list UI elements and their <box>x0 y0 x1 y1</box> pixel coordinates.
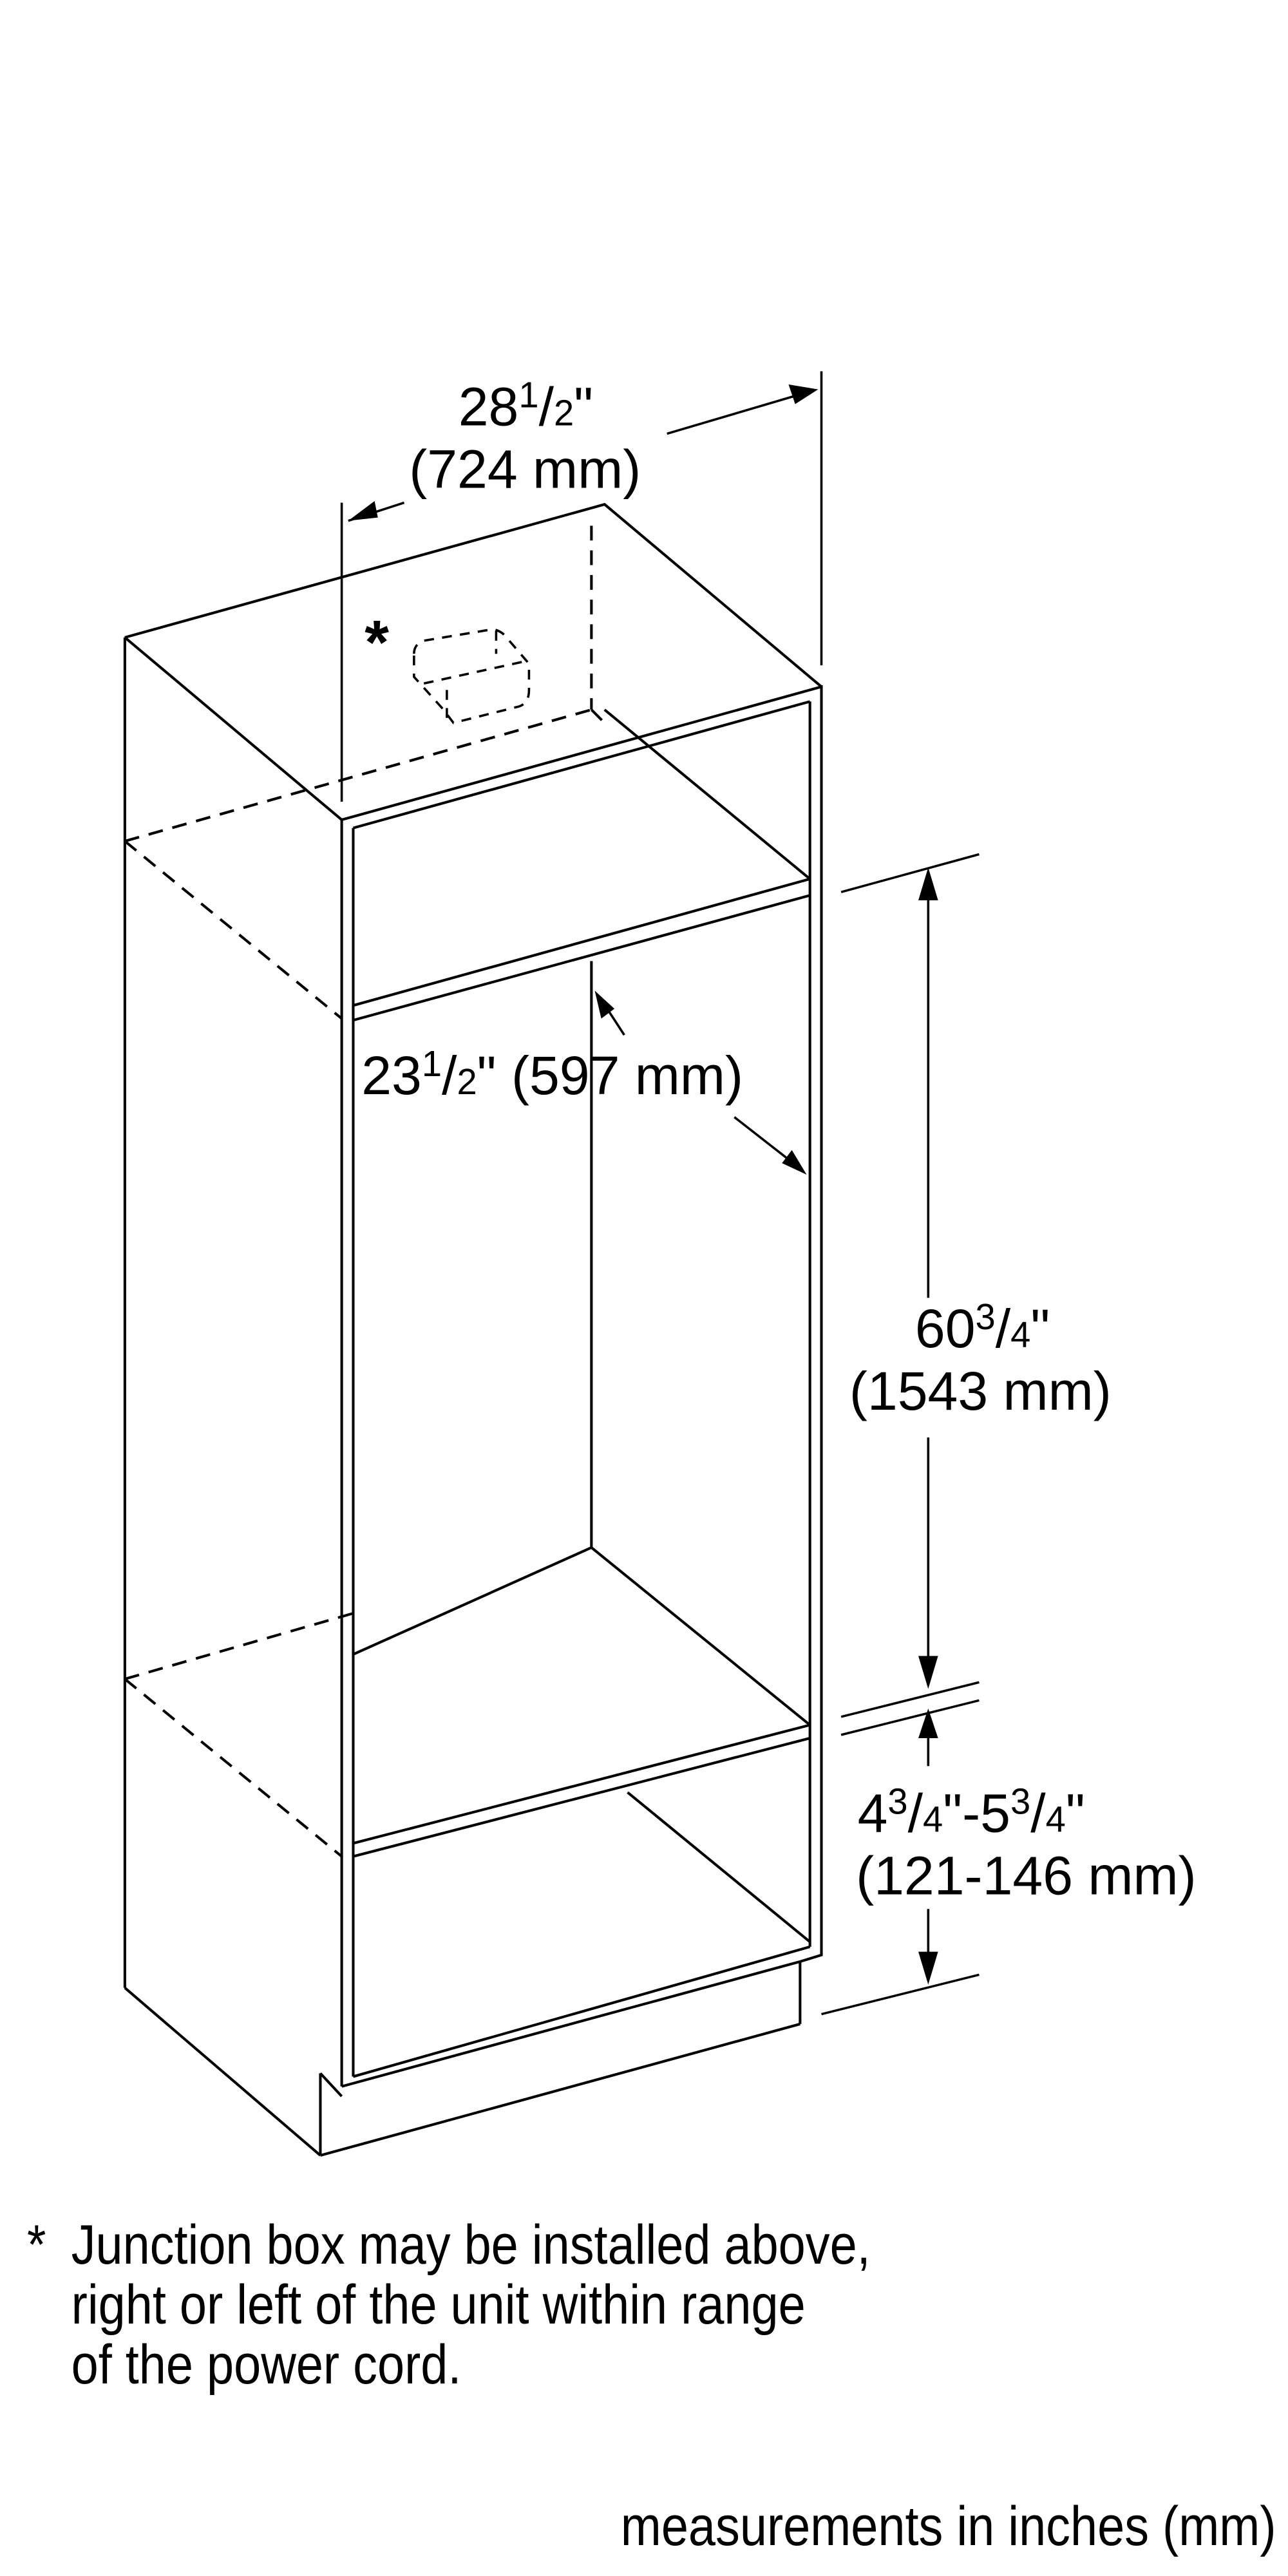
dimension-arrowheads <box>348 384 938 1985</box>
lower-compartment-edge <box>627 1791 811 1943</box>
arrow-left-icon <box>348 501 378 521</box>
arrow-downright-icon <box>782 1150 807 1175</box>
front-frame <box>340 685 823 2088</box>
arrow-down-icon <box>918 1656 938 1689</box>
plinth <box>319 1961 802 2157</box>
cutout-height-dimension <box>840 853 980 1718</box>
arrow-down-icon <box>918 1951 938 1985</box>
arrow-up-icon <box>918 1709 938 1738</box>
upper-compartment-edge <box>603 708 811 880</box>
footnote-text: Junction box may be installed above, rig… <box>71 2214 871 2396</box>
footnote-asterisk: * <box>27 2214 46 2276</box>
floor-height-metric: (121-146 mm) <box>856 1845 1197 1906</box>
cabinet-shell <box>123 502 822 2157</box>
hidden-edges <box>124 526 606 1858</box>
cabinet-width-label: 281/2" <box>459 375 593 437</box>
junction-box-asterisk: * <box>365 607 389 677</box>
junction-box-footnote: * Junction box may be installed above, r… <box>27 2215 871 2395</box>
units-label: measurements in inches (mm) <box>621 2496 1276 2557</box>
arrow-up-icon <box>918 867 938 900</box>
cutout-width-label: 231/2" (597 mm) <box>361 1043 743 1106</box>
floor-height-label: 43/4"-53/4" <box>858 1781 1085 1843</box>
cutout-floor <box>352 1546 811 1727</box>
cabinet-width-metric: (724 mm) <box>409 439 641 500</box>
junction-box-icon <box>413 628 531 724</box>
arrow-upleft-icon <box>594 990 615 1019</box>
middle-shelf <box>352 1723 811 1858</box>
cutout-height-metric: (1543 mm) <box>849 1361 1112 1421</box>
arrow-right-icon <box>788 384 819 404</box>
cutout-height-label: 603/4" <box>915 1296 1050 1359</box>
upper-shelf <box>352 877 811 1022</box>
